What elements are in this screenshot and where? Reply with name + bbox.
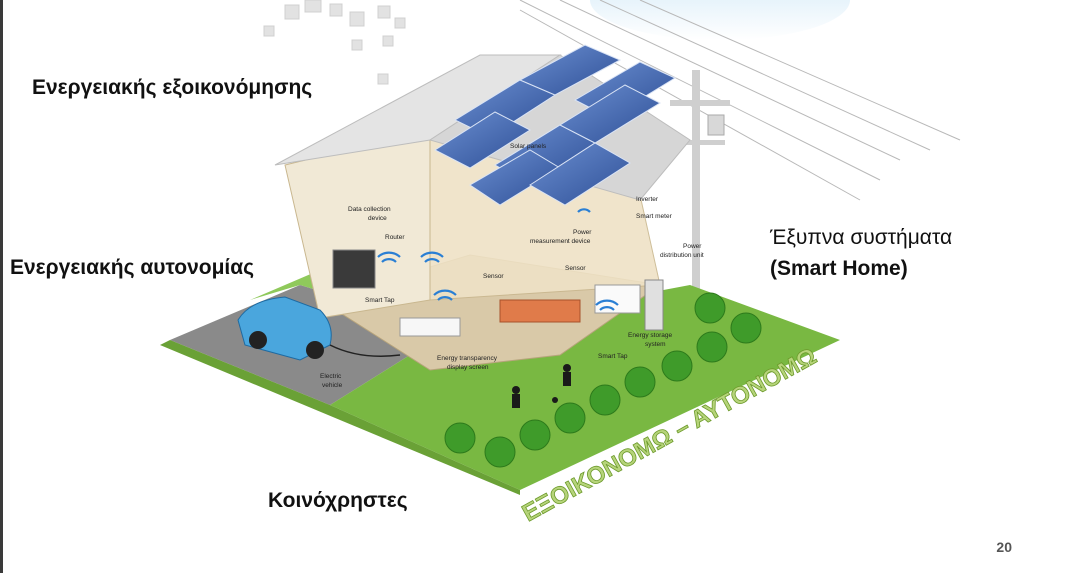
wifi-icon: [377, 208, 619, 311]
label-energy-display-1: Energy transparency: [437, 355, 498, 362]
label-data-collection-2: device: [368, 215, 387, 222]
solar-panels: [433, 44, 677, 206]
label-power-distribution-1: Power: [683, 243, 702, 250]
label-smart-home: (Smart Home): [770, 257, 908, 280]
label-energy-display-2: display screen: [447, 364, 489, 371]
utility-pole: [670, 70, 730, 350]
label-power-measurement-2: measurement device: [530, 238, 591, 245]
sky-glow: [590, 0, 850, 40]
sofa: [399, 317, 461, 337]
label-energy-storage-2: system: [645, 341, 666, 348]
page-number: 20: [996, 539, 1012, 555]
slide-left-border: [0, 0, 3, 573]
label-smart-systems: Έξυπνα συστήματα: [770, 226, 953, 249]
label-shared: Κοινόχρηστες: [268, 489, 408, 512]
label-router: Router: [385, 234, 405, 241]
label-power-distribution-2: distribution unit: [660, 252, 704, 259]
trees: [444, 292, 762, 468]
label-energy-storage-1: Energy storage: [628, 332, 672, 339]
label-sensor-1: Sensor: [483, 273, 504, 280]
label-electric-vehicle-2: vehicle: [322, 382, 343, 389]
label-inverter: Inverter: [636, 196, 659, 203]
tv-display: [332, 249, 376, 289]
lawn-edge: [160, 340, 520, 495]
label-smart-tap-2: Smart Tap: [598, 353, 628, 360]
label-solar-panels: Solar panels: [510, 143, 547, 150]
decorative-cubes: [263, 0, 406, 85]
label-energy-savings: Ενεργειακής εξοικονόμησης: [32, 76, 313, 99]
kitchen-counter: [499, 299, 581, 323]
label-sensor-2: Sensor: [565, 265, 586, 272]
electric-car-icon: [237, 296, 401, 361]
label-electric-vehicle-1: Electric: [320, 373, 342, 380]
energy-storage-unit: [644, 279, 664, 331]
label-smart-tap-1: Smart Tap: [365, 297, 395, 304]
label-power-measurement-1: Power: [573, 229, 592, 236]
children-silhouettes: [512, 364, 571, 408]
label-smart-meter: Smart meter: [636, 213, 673, 220]
label-energy-autonomy: Ενεργειακής αυτονομίας: [10, 256, 255, 279]
label-data-collection-1: Data collection: [348, 206, 391, 213]
